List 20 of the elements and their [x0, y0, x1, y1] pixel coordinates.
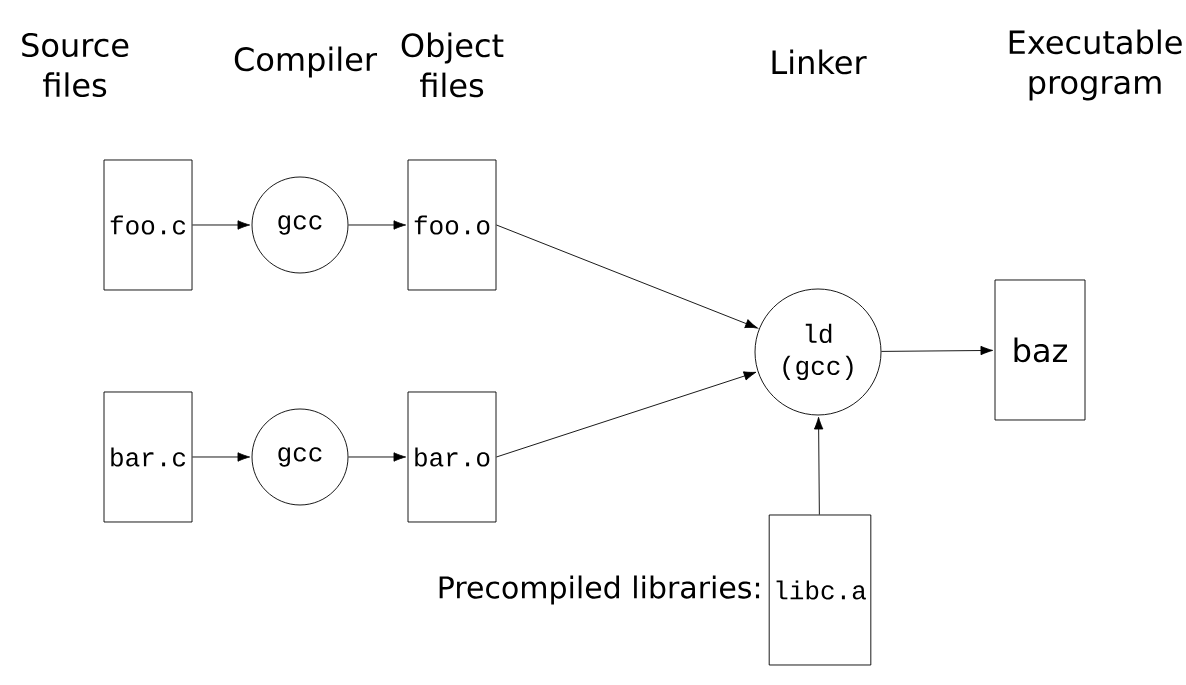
file-box: libc.a	[768, 514, 872, 666]
file-box: baz	[994, 279, 1086, 421]
arrow	[496, 371, 757, 458]
arrow	[813, 416, 824, 515]
arrow	[348, 452, 407, 462]
column-heading: Compiler	[234, 46, 378, 78]
arrow	[192, 452, 251, 462]
arrow	[348, 220, 407, 230]
beside-label: Precompiled libraries:	[439, 575, 760, 605]
file-box: foo.c	[103, 159, 193, 291]
column-heading: Object files	[401, 32, 504, 98]
column-heading: Executable program	[1009, 29, 1182, 101]
file-box: bar.c	[103, 391, 193, 523]
arrow	[881, 345, 994, 356]
column-heading: Source files	[22, 32, 129, 98]
file-box: foo.o	[407, 159, 497, 291]
file-box: bar.o	[407, 391, 497, 523]
arrow	[192, 220, 251, 230]
column-heading: Linker	[772, 49, 867, 75]
arrow	[496, 224, 758, 329]
